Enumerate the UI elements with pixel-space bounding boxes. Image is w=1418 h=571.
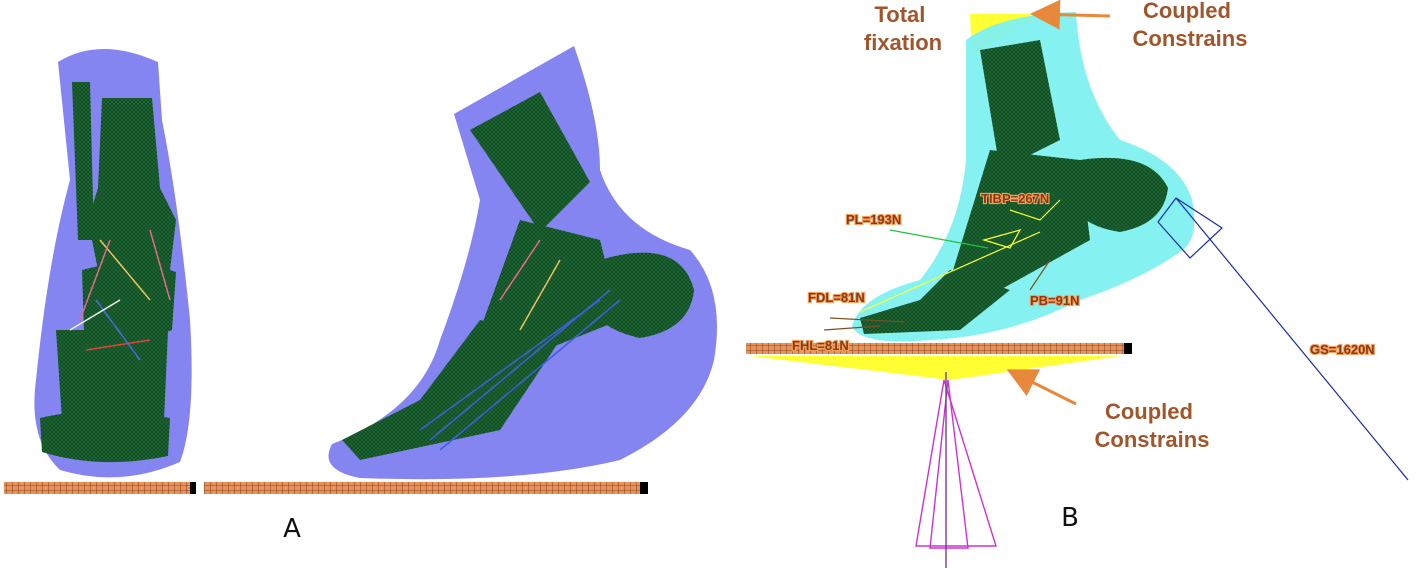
force-label-gs: GS=1620N [1310,342,1375,357]
coupled-constrains-top-label: Coupled Constrains [1133,0,1248,51]
ground-plate-b [746,343,1126,354]
force-label-tibp: TIBP=267N [981,191,1049,206]
tibia-bone [88,98,176,270]
force-label-fdl: FDL=81N [808,290,865,305]
force-lines [823,199,1061,331]
ground-plate-a-left-end [190,482,196,494]
ground-plate-a-left [4,482,194,494]
panel-a: A [4,46,717,544]
lateral-foot-model [328,46,717,480]
ligament-lines-frontal [69,229,171,361]
ground-plate-b-end [1124,343,1132,354]
bottom-constraint-plane [750,356,1120,380]
midfoot-bones [480,220,620,360]
forefoot-bones [342,320,560,460]
coupled-constrains-bottom-label: Coupled Constrains [1095,399,1210,452]
total-fixation-label: Total fixation [864,2,942,55]
force-label-pb: PB=91N [1030,293,1080,308]
calcaneus-b [1070,157,1168,232]
panel-label-a: A [283,514,301,544]
forefoot-b [860,270,1010,334]
force-label-fhl: FHL=81N [792,338,849,353]
ground-plate-a-right-end [640,482,648,494]
frontal-foot-model [34,49,192,478]
fibula-bone [72,82,94,240]
callout-arrows [1006,0,1111,406]
metatarsals-frontal [56,330,168,420]
panel-b: Total fixation Coupled Constrains Couple… [746,0,1409,568]
panel-label-b: B [1061,503,1079,533]
gs-force-vector [1157,197,1409,481]
midfoot-b [950,150,1090,290]
tibia-b [980,40,1060,170]
tarsal-bones [82,263,176,339]
ground-plate-a-right [204,482,644,494]
tendon-lines-lateral [419,239,621,451]
vertical-load-cone [915,372,997,568]
toes-frontal [40,411,170,463]
tibia-lateral [470,92,590,232]
force-label-pl: PL=193N [846,212,901,227]
